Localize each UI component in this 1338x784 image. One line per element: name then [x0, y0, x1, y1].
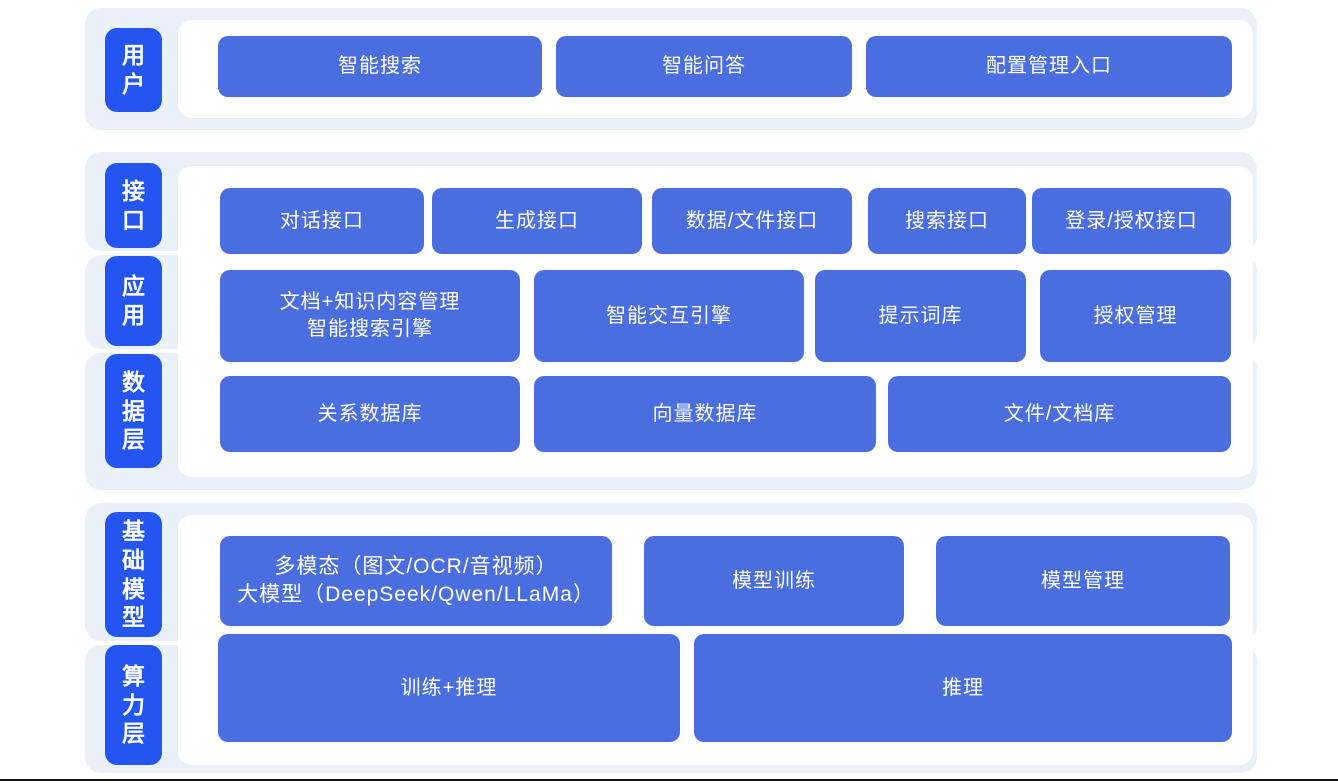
box-generate-api-label: 生成接口 [495, 209, 579, 232]
box-smart-qa: 智能问答 [556, 36, 852, 97]
box-file-doc-store-label: 文件/文档库 [1003, 402, 1116, 425]
layer-chip-foundation-model: 基础模型 [105, 512, 162, 637]
box-multimodal-line1: 多模态（图文/OCR/音视频） [274, 554, 558, 578]
box-doc-knowledge-search-engine: 文档+知识内容管理 智能搜索引擎 [220, 270, 520, 362]
layer-chip-application: 应用 [105, 256, 162, 346]
box-relational-db: 关系数据库 [220, 376, 520, 452]
layer-chip-compute: 算力层 [105, 645, 162, 765]
box-prompt-library: 提示词库 [815, 270, 1026, 362]
box-model-training: 模型训练 [644, 536, 904, 626]
box-generate-api: 生成接口 [432, 188, 642, 254]
box-multimodal-llm: 多模态（图文/OCR/音视频） 大模型（DeepSeek/Qwen/LLaMa） [220, 536, 612, 626]
box-model-training-label: 模型训练 [732, 569, 816, 592]
box-search-api: 搜索接口 [868, 188, 1026, 254]
layer-chip-interface: 接口 [105, 163, 162, 248]
box-vector-db: 向量数据库 [534, 376, 876, 452]
box-model-management-label: 模型管理 [1041, 569, 1125, 592]
box-inference-label: 推理 [942, 676, 984, 699]
box-config-management-entry: 配置管理入口 [866, 36, 1232, 97]
box-interaction-engine-label: 智能交互引擎 [606, 304, 732, 327]
layer-chip-user: 用户 [105, 28, 162, 112]
box-login-auth-api-label: 登录/授权接口 [1065, 209, 1198, 232]
box-doc-knowledge-line1: 文档+知识内容管理 [279, 291, 461, 313]
box-smart-search: 智能搜索 [218, 36, 542, 97]
layer-label-foundation-model: 基础模型 [121, 517, 145, 631]
box-multimodal-line2: 大模型（DeepSeek/Qwen/LLaMa） [237, 583, 595, 606]
box-doc-knowledge-line2: 智能搜索引擎 [307, 318, 433, 340]
box-training-inference-label: 训练+推理 [400, 676, 498, 699]
box-config-management-entry-label: 配置管理入口 [986, 55, 1112, 77]
layer-label-user: 用户 [121, 42, 145, 97]
box-prompt-library-label: 提示词库 [878, 304, 963, 327]
box-data-file-api-label: 数据/文件接口 [685, 209, 819, 232]
box-data-file-api: 数据/文件接口 [652, 188, 852, 254]
box-auth-management-label: 授权管理 [1093, 304, 1178, 327]
box-auth-management: 授权管理 [1040, 270, 1231, 362]
box-dialog-api: 对话接口 [220, 188, 424, 254]
box-login-auth-api: 登录/授权接口 [1032, 188, 1231, 254]
bottom-border-line [0, 779, 1338, 781]
box-file-doc-store: 文件/文档库 [888, 376, 1231, 452]
layer-label-application: 应用 [121, 273, 145, 328]
box-vector-db-label: 向量数据库 [652, 402, 758, 425]
layer-label-compute: 算力层 [121, 662, 145, 747]
box-interaction-engine: 智能交互引擎 [534, 270, 804, 362]
layer-label-interface: 接口 [121, 177, 145, 233]
box-relational-db-label: 关系数据库 [317, 402, 423, 425]
layer-label-data: 数据层 [121, 368, 145, 453]
box-dialog-api-label: 对话接口 [280, 209, 364, 232]
box-inference: 推理 [694, 634, 1232, 742]
box-search-api-label: 搜索接口 [905, 209, 989, 232]
box-smart-qa-label: 智能问答 [662, 55, 746, 77]
box-model-management: 模型管理 [936, 536, 1230, 626]
box-smart-search-label: 智能搜索 [338, 55, 422, 77]
box-training-inference: 训练+推理 [218, 634, 680, 742]
layer-chip-data: 数据层 [105, 354, 162, 468]
